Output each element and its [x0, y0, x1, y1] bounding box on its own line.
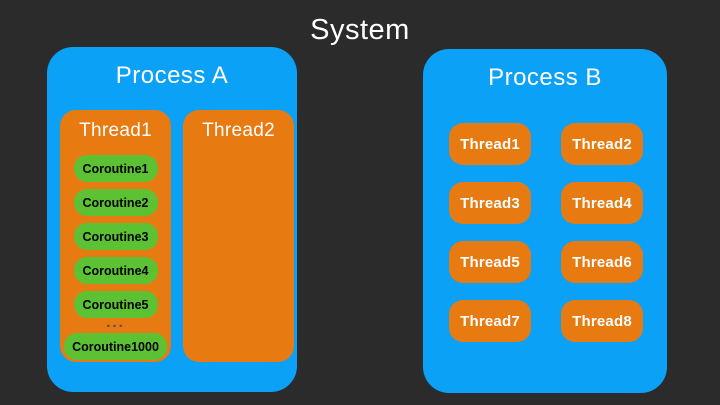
- diagram-title: System: [310, 14, 410, 46]
- process-b-title: Process B: [488, 64, 602, 91]
- process-a-thread2-title: Thread2: [202, 120, 275, 141]
- process-b-thread-box: Thread4: [561, 182, 643, 224]
- process-b-box: Process B Thread1 Thread2 Thread3 Thread…: [423, 49, 667, 393]
- coroutine-box: Coroutine5: [73, 291, 158, 318]
- coroutine-box: Coroutine4: [73, 257, 158, 284]
- process-b-thread-box: Thread8: [561, 300, 643, 342]
- process-b-thread-box: Thread3: [449, 182, 531, 224]
- process-b-thread-box: Thread1: [449, 123, 531, 165]
- process-b-thread-box: Thread2: [561, 123, 643, 165]
- process-a-title: Process A: [115, 62, 229, 89]
- coroutine-box: Coroutine1: [73, 155, 158, 182]
- process-a-thread2-box: Thread2: [183, 110, 294, 362]
- coroutine-ellipsis: ...: [106, 314, 125, 331]
- process-a-thread1-box: Thread1 Coroutine1 Coroutine2 Coroutine3…: [60, 110, 171, 362]
- coroutine-box-last: Coroutine1000: [64, 333, 167, 360]
- process-b-thread-grid: Thread1 Thread2 Thread3 Thread4 Thread5 …: [449, 123, 643, 342]
- process-a-thread1-title: Thread1: [79, 120, 152, 141]
- coroutine-box: Coroutine3: [73, 223, 158, 250]
- coroutine-box: Coroutine2: [73, 189, 158, 216]
- process-b-thread-box: Thread6: [561, 241, 643, 283]
- process-a-box: Process A Thread1 Coroutine1 Coroutine2 …: [47, 47, 297, 392]
- process-b-thread-box: Thread7: [449, 300, 531, 342]
- process-b-thread-box: Thread5: [449, 241, 531, 283]
